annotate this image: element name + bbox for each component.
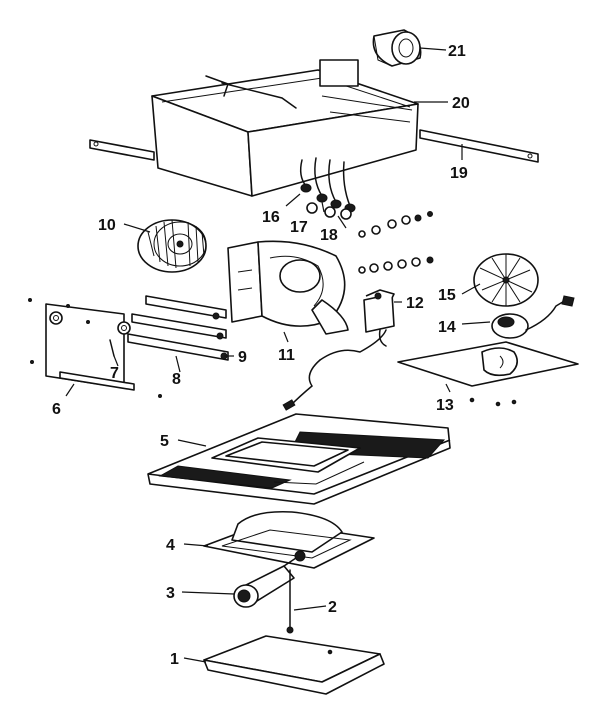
part-1-light-cover [203,635,385,695]
part-12-receptacle [363,289,395,347]
part-14-motor [491,295,575,339]
part-21-damper [372,29,422,67]
callout-10: 10 [98,217,116,234]
parts-16-17-18-connectors [299,157,433,238]
callout-2: 2 [328,599,337,616]
part-3-light-socket [233,550,306,608]
leader-lines [65,47,491,663]
callout-19: 19 [450,165,468,182]
parts-6-9-heater-assembly [28,295,229,398]
part-5-grille [147,413,451,505]
part-19-mounting-bars [89,129,539,163]
callout-18: 18 [320,227,338,244]
part-4-lens [203,510,375,569]
callout-9: 9 [238,349,247,366]
callout-labels: 21 20 19 16 17 18 10 12 15 14 13 11 9 8 … [52,43,470,668]
callout-12: 12 [406,295,424,312]
callout-14: 14 [438,319,456,336]
callout-15: 15 [438,287,456,304]
callout-11: 11 [278,347,295,364]
callout-13: 13 [436,397,454,414]
callout-4: 4 [166,537,175,554]
part-10-blower-wheel [137,219,207,273]
callout-6: 6 [52,401,61,418]
callout-7: 7 [110,365,119,382]
callout-17: 17 [290,219,308,236]
callout-16: 16 [262,209,280,226]
part-11-blower-scroll [227,240,434,411]
part-13-motor-plate [397,341,579,407]
callout-21: 21 [448,43,466,60]
callout-5: 5 [160,433,169,450]
callout-20: 20 [452,95,470,112]
part-2-rod [286,569,294,634]
callout-8: 8 [172,371,181,388]
part-20-housing [151,59,419,197]
part-15-fan-blade [473,253,539,307]
callout-3: 3 [166,585,175,602]
callout-1: 1 [170,651,179,668]
